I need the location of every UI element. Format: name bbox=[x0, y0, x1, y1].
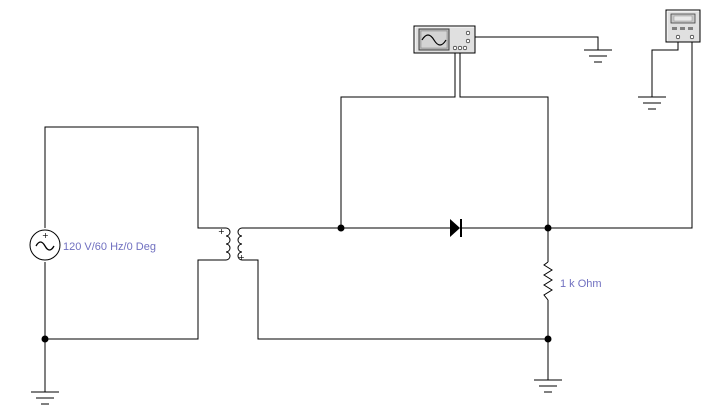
primary-polarity: + bbox=[218, 227, 225, 236]
resistor[interactable] bbox=[543, 261, 553, 301]
ground-icon bbox=[31, 391, 59, 405]
junction-dot bbox=[544, 335, 552, 343]
junction-dot bbox=[337, 224, 345, 232]
diode-icon[interactable] bbox=[450, 219, 462, 237]
secondary-polarity: + bbox=[238, 253, 245, 262]
ground-icon bbox=[638, 96, 666, 110]
source-label: 120 V/60 Hz/0 Deg bbox=[63, 241, 156, 253]
source-polarity: + bbox=[42, 231, 49, 240]
junction-dot bbox=[544, 224, 552, 232]
oscilloscope-icon[interactable] bbox=[413, 25, 476, 54]
ground-icon bbox=[534, 379, 562, 393]
ac-voltage-source[interactable]: + bbox=[29, 229, 61, 261]
multimeter-icon[interactable] bbox=[665, 9, 701, 43]
transformer[interactable]: + + bbox=[218, 227, 246, 262]
junction-dot bbox=[41, 335, 49, 343]
junction-dots bbox=[41, 224, 552, 343]
resistor-label: 1 k Ohm bbox=[560, 278, 602, 290]
ground-icon bbox=[584, 49, 612, 63]
wires bbox=[44, 36, 693, 392]
